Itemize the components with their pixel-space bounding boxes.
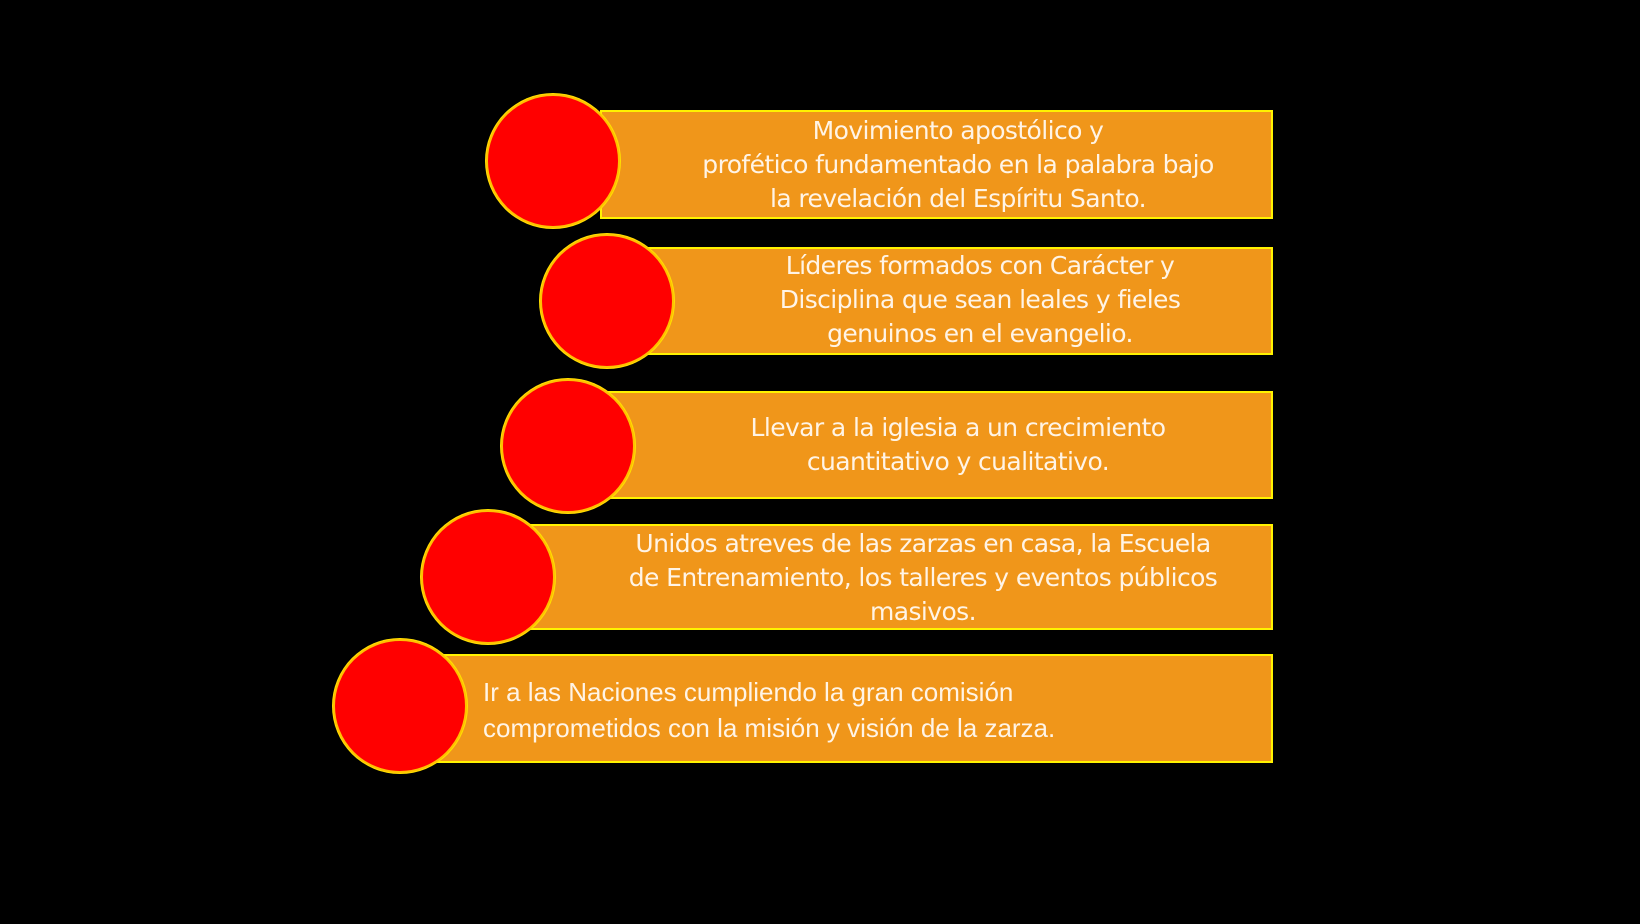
item-1-circle-icon	[486, 94, 620, 228]
item-4-circle-icon	[421, 510, 555, 644]
item-1-bar	[600, 110, 1273, 219]
item-1-line-3: la revelación del Espíritu Santo.	[770, 184, 1147, 213]
item-4-line-1: Unidos atreves de las zarzas en casa, la…	[635, 529, 1211, 558]
item-4-line-2: de Entrenamiento, los talleres y eventos…	[628, 563, 1218, 592]
item-2-line-1: Líderes formados con Carácter y	[785, 251, 1175, 280]
item-4-line-3: masivos.	[870, 597, 977, 626]
item-5-line-1: Ir a las Naciones cumpliendo la gran com…	[483, 677, 1014, 707]
item-5-line-2: comprometidos con la misión y visión de …	[483, 713, 1056, 743]
item-3-line-2: cuantitativo y cualitativo.	[806, 447, 1110, 476]
item-1-text: Movimiento apostólico y profético fundam…	[702, 114, 1214, 216]
item-4-text: Unidos atreves de las zarzas en casa, la…	[628, 527, 1218, 629]
item-1-line-1: Movimiento apostólico y	[812, 116, 1104, 145]
item-2-line-3: genuinos en el evangelio.	[827, 319, 1133, 348]
item-5-text: Ir a las Naciones cumpliendo la gran com…	[483, 674, 1055, 746]
item-2-line-2: Disciplina que sean leales y fieles	[779, 285, 1181, 314]
item-3-bar	[600, 391, 1273, 499]
item-2-circle-icon	[540, 234, 674, 368]
item-1-line-2: profético fundamentado en la palabra baj…	[702, 150, 1214, 179]
item-2-text: Líderes formados con Carácter y Discipli…	[780, 249, 1181, 351]
item-2-bar	[640, 247, 1273, 355]
item-4-bar	[520, 524, 1273, 630]
item-3-text: Llevar a la iglesia a un crecimiento cua…	[750, 411, 1167, 479]
item-3-line-1: Llevar a la iglesia a un crecimiento	[750, 413, 1167, 442]
item-5-circle-icon	[333, 639, 467, 773]
item-5-bar	[430, 654, 1273, 763]
item-3-circle-icon	[501, 379, 635, 513]
